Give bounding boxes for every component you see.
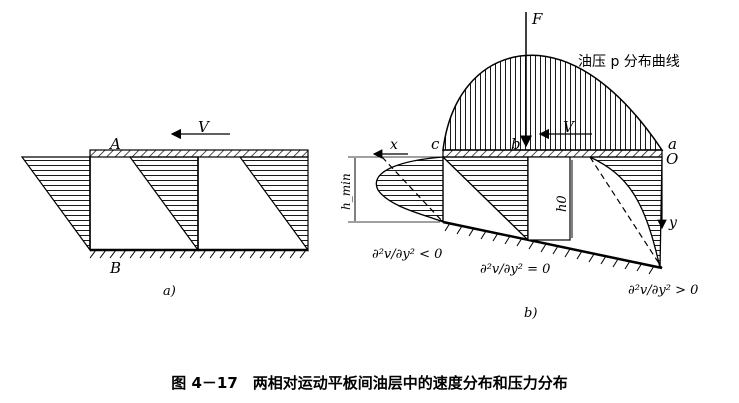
bottom-plate-hatch-a bbox=[89, 249, 307, 259]
condition-right: ∂²v/∂y² > 0 bbox=[628, 283, 698, 298]
top-plate-b bbox=[442, 149, 663, 158]
bottom-plate-b bbox=[442, 220, 663, 270]
label-B: B bbox=[109, 259, 121, 277]
velocity-profile-middle bbox=[441, 156, 529, 242]
sublabel-b: b) bbox=[524, 306, 537, 321]
velocity-triangle-a2 bbox=[238, 156, 309, 252]
label-c: c bbox=[431, 135, 440, 153]
velocity-triangle-a1 bbox=[128, 156, 199, 252]
velocity-profile-right bbox=[589, 156, 663, 269]
sublabel-a: a) bbox=[163, 284, 176, 299]
condition-middle: ∂²v/∂y² = 0 bbox=[480, 262, 550, 277]
pressure-curve bbox=[442, 54, 664, 151]
figure-caption: 图 4－17 两相对运动平板间油层中的速度分布和压力分布 bbox=[171, 374, 568, 392]
label-a-point: a bbox=[668, 135, 677, 153]
diagram-a: V A B a) bbox=[20, 118, 309, 299]
top-plate-a bbox=[89, 149, 309, 158]
diagram-b: 油压 p 分布曲线 F h0 bbox=[339, 10, 698, 321]
right-profile-box bbox=[527, 156, 571, 241]
label-F: F bbox=[531, 10, 543, 28]
pressure-curve-label: 油压 p 分布曲线 bbox=[578, 54, 680, 70]
left-dashed-line bbox=[381, 156, 444, 223]
right-dashed-line bbox=[589, 156, 663, 269]
velocity-triangle-a0 bbox=[20, 156, 91, 252]
velocity-profile-left bbox=[375, 156, 444, 223]
label-V-a: V bbox=[198, 118, 211, 136]
label-x: x bbox=[390, 137, 398, 153]
bottom-plate-hatch-b bbox=[444, 222, 655, 275]
label-V-b: V bbox=[563, 118, 576, 136]
condition-left: ∂²v/∂y² < 0 bbox=[372, 247, 442, 262]
label-O: O bbox=[666, 150, 678, 168]
label-y: y bbox=[668, 215, 678, 231]
label-h0: h0 bbox=[555, 195, 570, 212]
label-A: A bbox=[108, 135, 121, 153]
label-hmin: h_min bbox=[339, 173, 353, 210]
label-b: b bbox=[511, 135, 521, 153]
